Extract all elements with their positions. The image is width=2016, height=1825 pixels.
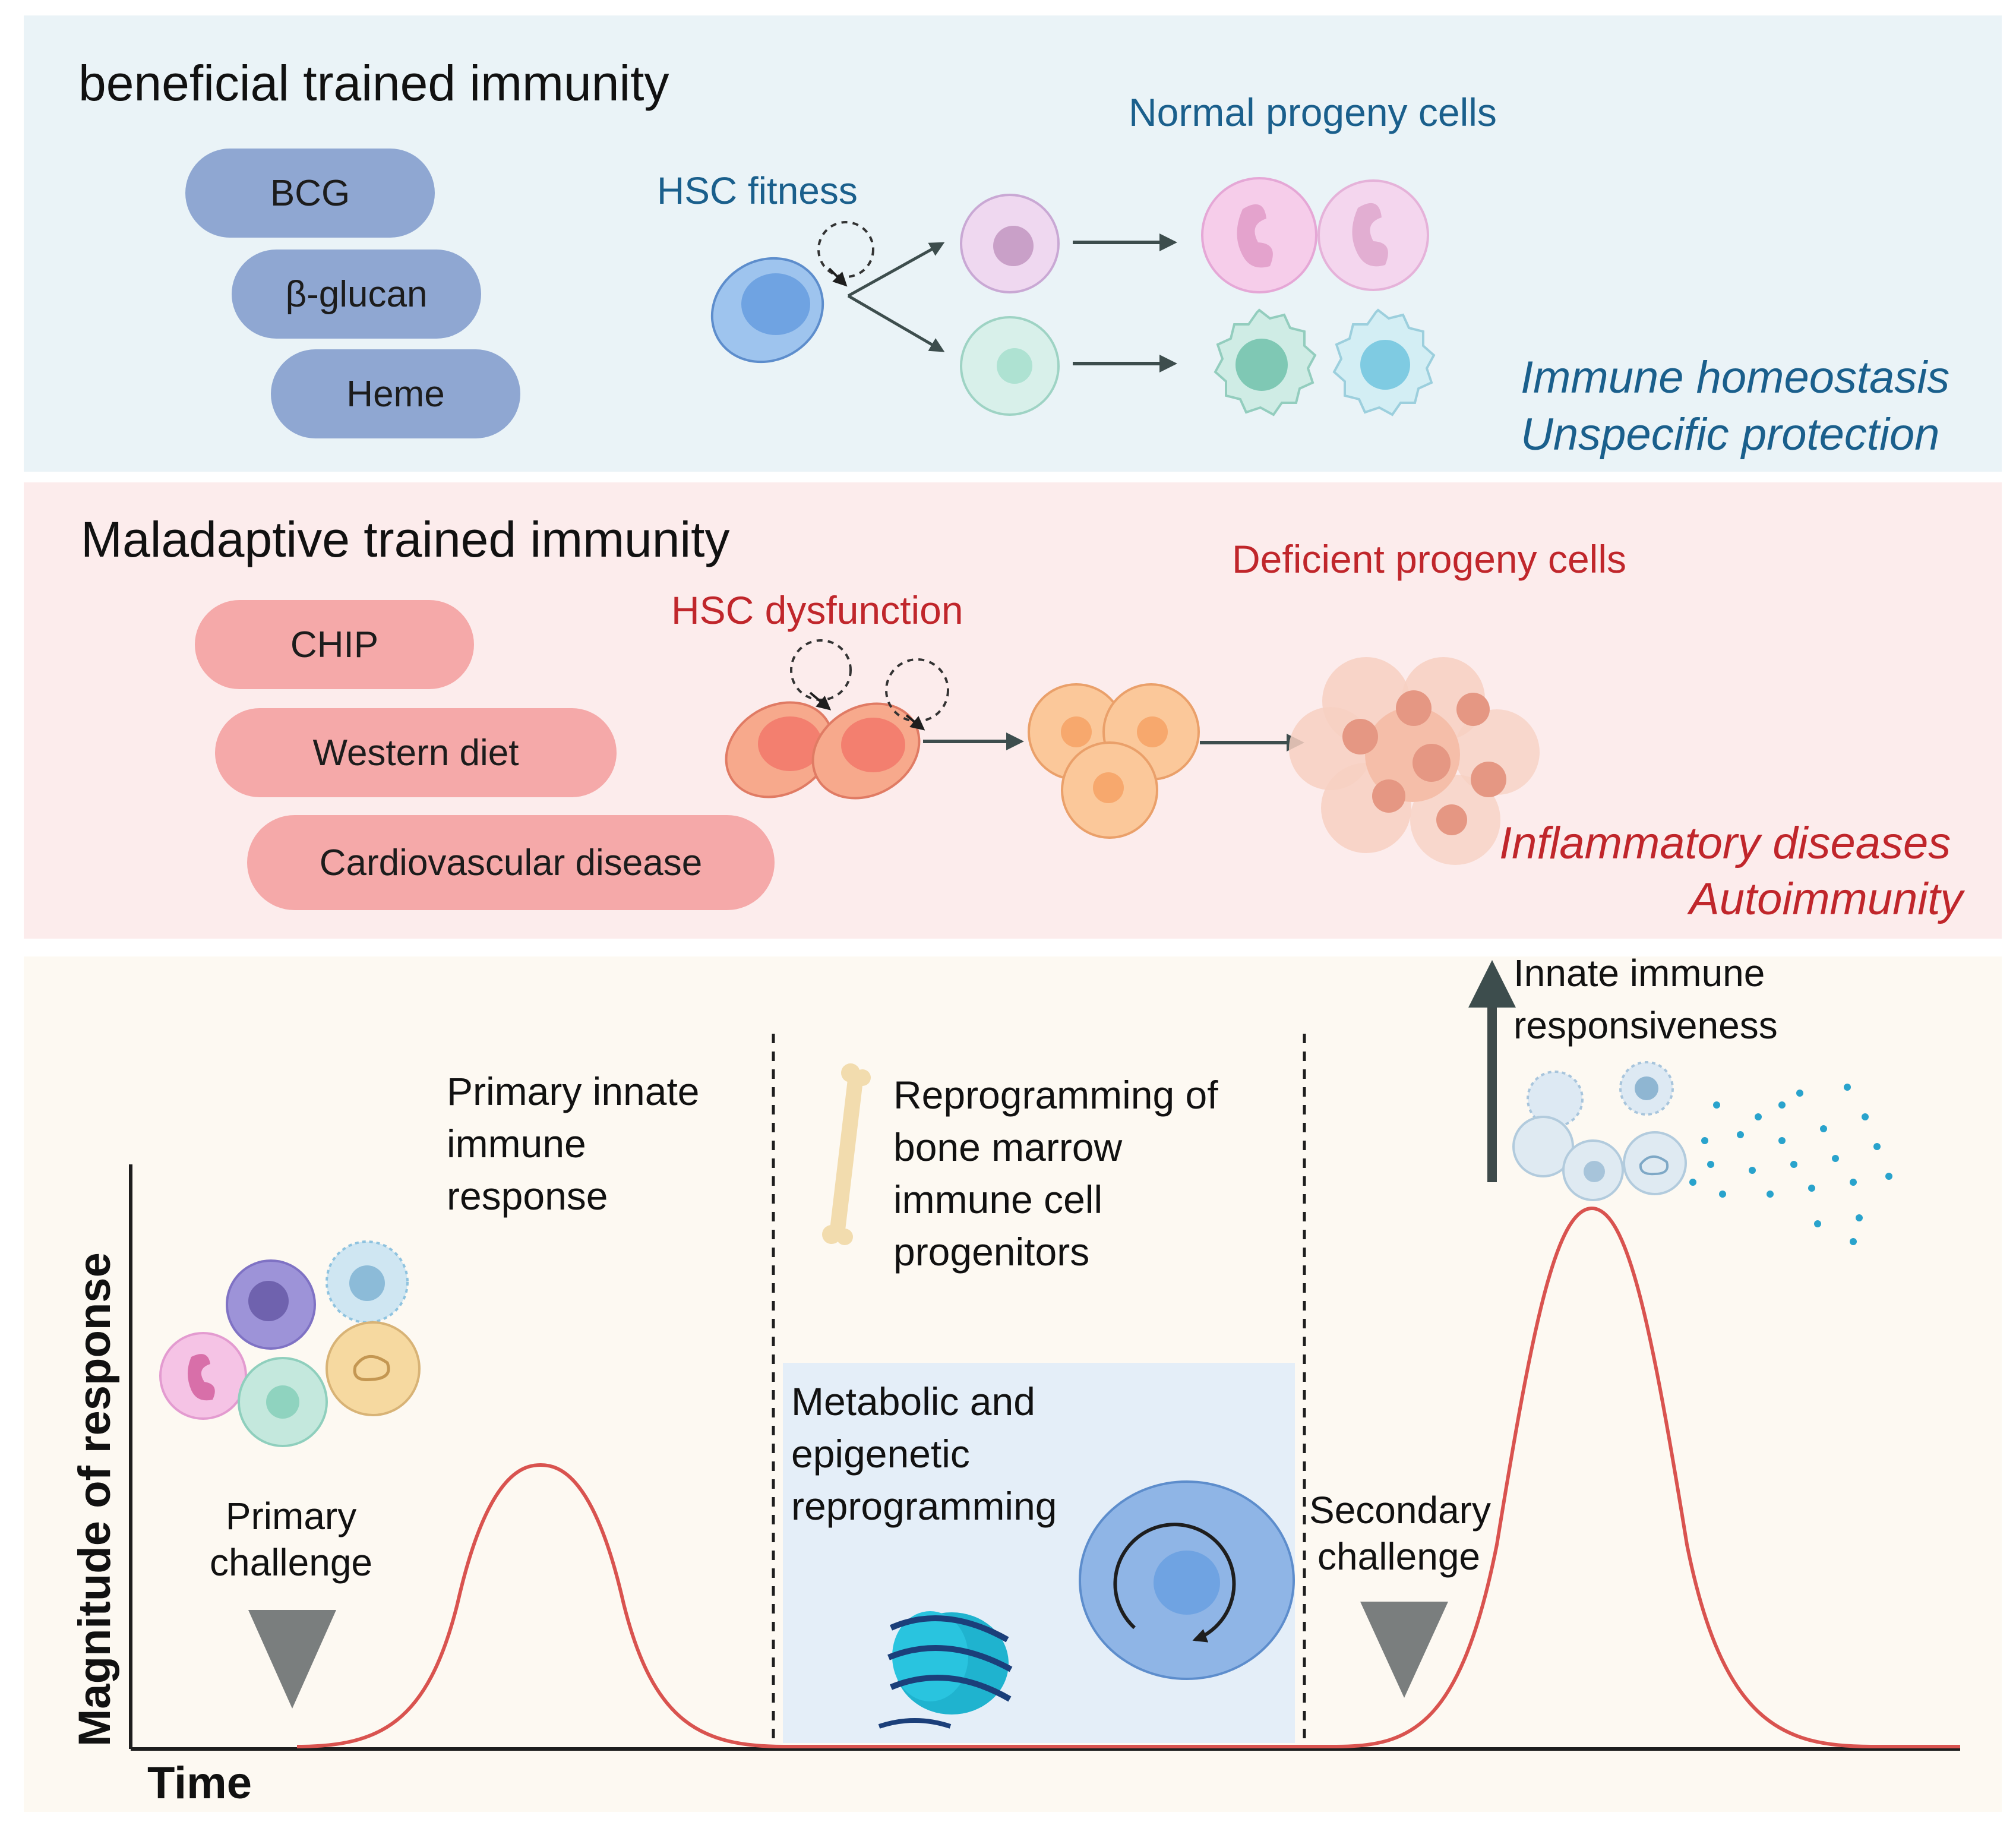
reprogramming-label-4: progenitors (893, 1230, 1090, 1274)
trigger-cardiovascular-disease: Cardiovascular disease (247, 815, 775, 910)
reprogrammed-cell-icon (1079, 1480, 1295, 1680)
pink-progenitor-icon (960, 194, 1060, 293)
secondary-challenge-label-1: Secondary (1309, 1489, 1491, 1532)
primary-challenge-label-1: Primary (225, 1495, 357, 1537)
hsc-cell-icon (710, 257, 824, 364)
deficient-progenitor-cluster-icon (1028, 683, 1200, 839)
branch-arrow-down (847, 294, 945, 352)
trigger-heme: Heme (271, 349, 520, 438)
bone-icon (822, 1063, 871, 1245)
primary-response-label-2: immune (447, 1122, 586, 1166)
secondary-immune-cells-icon (1512, 1061, 1687, 1201)
metabolic-label-2: epigenetic (791, 1432, 970, 1476)
nucleosome-icon (878, 1611, 1013, 1729)
teal-progenitor-icon (960, 316, 1060, 416)
primary-challenge-label-2: challenge (210, 1541, 372, 1584)
secondary-challenge-label-2: challenge (1317, 1535, 1480, 1578)
deficient-progeny-cluster-icon (1289, 657, 1540, 865)
primary-immune-cells-icon (159, 1240, 421, 1447)
response-curve (296, 1206, 1960, 1748)
beneficial-title: beneficial trained immunity (78, 55, 669, 111)
metabolic-label-1: Metabolic and (791, 1379, 1035, 1423)
reprogramming-label-2: bone marrow (893, 1125, 1123, 1169)
outcome-inflammatory-diseases: Inflammatory diseases (1499, 818, 1951, 869)
monocyte-icon (1214, 308, 1317, 416)
normal-progeny-label: Normal progeny cells (1129, 90, 1497, 134)
neutrophil-icon (1317, 179, 1429, 291)
metabolic-label-3: reprogramming (791, 1484, 1057, 1528)
innate-responsiveness-label-2: responsiveness (1513, 1004, 1778, 1047)
dysfunctional-hsc-icon (725, 701, 921, 800)
self-renewal-loop-icon (790, 639, 949, 731)
deficient-progeny-label: Deficient progeny cells (1232, 537, 1626, 581)
y-axis-label: Magnitude of response (69, 1252, 120, 1747)
monocyte-icon (1332, 308, 1436, 416)
outcome-unspecific-protection: Unspecific protection (1521, 409, 1940, 460)
maladaptive-title: Maladaptive trained immunity (81, 511, 730, 567)
trigger-western-diet: Western diet (215, 708, 617, 797)
hsc-dysfunction-label: HSC dysfunction (671, 588, 963, 632)
x-axis-label: Time (147, 1758, 252, 1808)
neutrophil-icon (1201, 177, 1317, 293)
cytokine-dots-icon (1689, 1084, 1892, 1245)
outcome-autoimmunity: Autoimmunity (1689, 874, 1963, 924)
secondary-challenge-marker (1360, 1602, 1448, 1698)
reprogramming-label-1: Reprogramming of (893, 1073, 1218, 1117)
trigger-beta-glucan: β-glucan (232, 250, 481, 339)
hsc-fitness-label: HSC fitness (657, 169, 858, 212)
primary-response-label-3: response (447, 1174, 608, 1218)
reprogramming-label-3: immune cell (893, 1177, 1103, 1221)
innate-responsiveness-label-1: Innate immune (1513, 952, 1765, 994)
primary-response-label-1: Primary innate (447, 1069, 700, 1113)
outcome-immune-homeostasis: Immune homeostasis (1521, 352, 1950, 403)
self-renewal-loop-icon (817, 221, 874, 287)
trigger-chip: CHIP (195, 600, 474, 689)
primary-challenge-marker (248, 1610, 336, 1709)
branch-arrow-up (847, 242, 945, 298)
trigger-bcg: BCG (185, 149, 435, 238)
